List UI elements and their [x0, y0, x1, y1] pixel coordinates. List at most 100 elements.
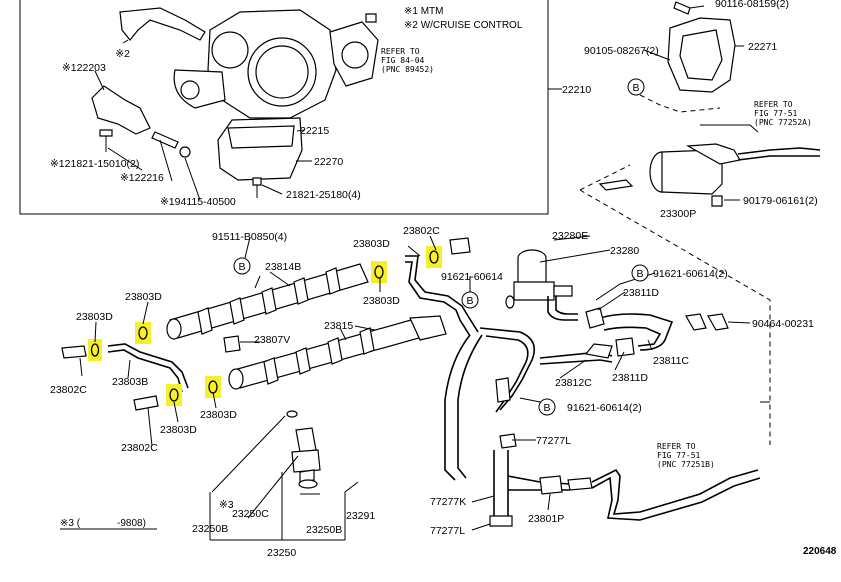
label-91621-60614-b: 91621-60614(2)	[653, 268, 728, 280]
label-21821-15010: ※121821-15010(2)	[50, 158, 139, 170]
svg-text:(PNC 89452): (PNC 89452)	[381, 65, 434, 74]
gasket-highlight-5	[371, 261, 387, 283]
label-23250c: 23250C	[232, 508, 269, 520]
label-23811c: 23811C	[653, 355, 689, 367]
label-91621-60614-a: 91621-60614	[441, 271, 503, 283]
label-91621-60614-c: 91621-60614(2)	[567, 402, 642, 414]
legend-note-3-range: -9808)	[117, 518, 146, 529]
clip-90464-00231	[707, 313, 729, 331]
label-90179-06161: 90179-06161(2)	[743, 195, 818, 207]
label-23803d-bottom-right: 23803D	[200, 409, 237, 421]
label-23803d-left: 23803D	[76, 311, 113, 323]
svg-text:FIG 77-51: FIG 77-51	[754, 109, 798, 118]
page-code: 220648	[803, 546, 837, 557]
svg-text:B: B	[543, 402, 550, 414]
label-23814b: 23814B	[265, 261, 301, 273]
reference-fig-84-04: REFER TO FIG 84-04 (PNC 89452)	[381, 47, 434, 74]
label-23802c-top: 23802C	[403, 225, 440, 237]
label-22210: 22210	[562, 84, 591, 96]
label-23250: 23250	[267, 547, 296, 559]
label-23811d-upper: 23811D	[623, 287, 659, 299]
reference-fig-77-51-b: REFER TO FIG 77-51 (PNC 77251B)	[657, 442, 715, 469]
label-94115-40500: ※194115-40500	[160, 196, 236, 208]
reference-fig-77-51-a: REFER TO FIG 77-51 (PNC 77252A)	[754, 100, 812, 127]
gasket-highlight-1	[88, 339, 102, 361]
legend-note-2: ※2 W/CRUISE CONTROL	[404, 20, 523, 31]
label-23803d-left-upper: 23803D	[125, 291, 162, 303]
gasket-highlight-group	[88, 246, 442, 406]
label-90105-08267: 90105-08267(2)	[584, 45, 659, 57]
pressure-regulator-23280	[505, 249, 573, 309]
gasket-highlight-2	[135, 322, 151, 344]
label-23803d-top: 23803D	[353, 238, 390, 250]
label-23250b-right: 23250B	[306, 524, 342, 536]
callout-b-label: B	[632, 82, 639, 94]
cushion-23807v	[223, 335, 241, 353]
svg-text:B: B	[466, 295, 473, 307]
label-23802c-left: 23802C	[50, 384, 87, 396]
label-23250b-left: 23250B	[192, 523, 228, 535]
callout-b-rail	[233, 257, 251, 275]
label-21821-25180: 21821-25180(4)	[286, 189, 361, 201]
union-bolt-23802c-top	[449, 237, 471, 255]
gasket-highlight-4	[205, 376, 221, 398]
label-23280e: 23280E	[552, 230, 588, 242]
label-23803b: 23803B	[112, 376, 148, 388]
legend-note-1: ※1 MTM	[404, 6, 444, 17]
svg-text:FIG 84-04: FIG 84-04	[381, 56, 425, 65]
svg-text:REFER TO: REFER TO	[754, 100, 793, 109]
label-22270: 22270	[314, 156, 343, 168]
callout-b-regulator	[631, 264, 649, 282]
label-23300P: 23300P	[660, 208, 696, 220]
label-90116-08159: 90116-08159(2)	[715, 0, 789, 10]
upper-right-group	[598, 1, 821, 207]
fuel-rail-upper	[166, 263, 369, 340]
union-bolt-23802c-left	[61, 345, 87, 359]
label-22216: ※122216	[120, 172, 164, 184]
label-23812c: 23812C	[555, 377, 592, 389]
label-23291: 23291	[346, 510, 375, 522]
clip-23811d-lower	[615, 337, 635, 357]
label-mark-2: ※2	[115, 48, 130, 60]
svg-text:(PNC 77252A): (PNC 77252A)	[754, 118, 812, 127]
label-77277k: 77277K	[430, 496, 466, 508]
callout-b-hose	[538, 398, 556, 416]
label-23815: 23815	[324, 320, 353, 332]
label-23801p: 23801P	[528, 513, 564, 525]
label-23803d-mid: 23803D	[363, 295, 400, 307]
svg-text:(PNC 77251B): (PNC 77251B)	[657, 460, 715, 469]
label-22203: ※122203	[62, 62, 106, 74]
svg-text:B: B	[238, 261, 245, 273]
callout-b-pipe	[461, 291, 479, 309]
label-22271: 22271	[748, 41, 777, 53]
label-23280: 23280	[610, 245, 639, 257]
label-23807v: 23807V	[254, 334, 290, 346]
svg-text:REFER TO: REFER TO	[381, 47, 420, 56]
legend-note-3-mark: ※3 (	[60, 518, 81, 529]
label-77277l-upper: 77277L	[536, 435, 571, 447]
label-23811d-lower: 23811D	[612, 372, 648, 384]
clip-23811d-upper	[585, 307, 605, 329]
gasket-highlight-6	[426, 246, 442, 268]
hose-23801p	[539, 475, 563, 495]
label-mark-3: ※3	[219, 499, 234, 511]
svg-text:B: B	[636, 268, 643, 280]
clamp-77277l-lower	[489, 515, 513, 527]
hose-23812c	[584, 343, 613, 359]
union-bolt-23802c-bottom	[133, 395, 159, 411]
svg-text:REFER TO: REFER TO	[657, 442, 696, 451]
throttle-body-inset	[19, 0, 562, 215]
callout-b-circle	[627, 78, 645, 96]
label-22215: 22215	[300, 125, 329, 137]
svg-text:FIG 77-51: FIG 77-51	[657, 451, 701, 460]
label-91511-b0850: 91511-B0850(4)	[212, 231, 287, 243]
gasket-highlight-3	[166, 384, 182, 406]
label-23802c-bottom: 23802C	[121, 442, 158, 454]
label-77277l-lower: 77277L	[430, 525, 465, 537]
fuel-rail-lower	[228, 315, 447, 390]
clamp-77277l-upper	[499, 433, 517, 449]
label-90464-00231: 90464-00231	[752, 318, 814, 330]
label-23803d-bottom: 23803D	[160, 424, 197, 436]
fuel-injector-23250	[286, 410, 321, 489]
